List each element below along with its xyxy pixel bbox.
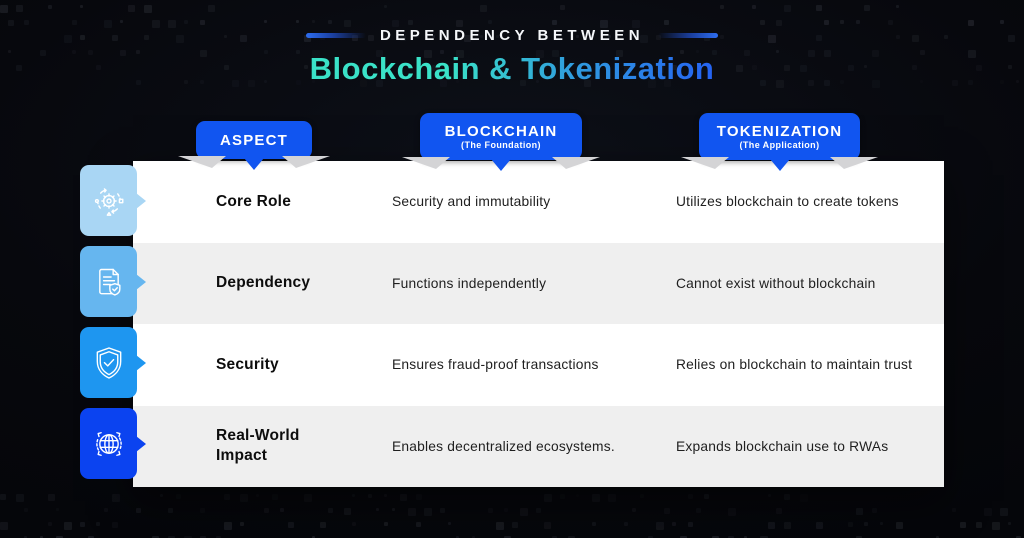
icon-tile-real-world-impact [80, 408, 137, 479]
eyebrow-title: DEPENDENCY BETWEEN [379, 27, 645, 44]
eyebrow-row: DEPENDENCY BETWEEN [0, 27, 1024, 44]
badge-wing-left [681, 157, 729, 169]
column-header-tokenization: TOKENIZATION (The Application) [681, 113, 878, 169]
tokenization-cell: Expands blockchain use to RWAs [676, 438, 889, 454]
aspect-cell: Dependency [216, 274, 311, 292]
column-header-aspect: ASPECT [178, 121, 330, 168]
icon-tile-security [80, 327, 137, 398]
page-title: Blockchain & Tokenization [309, 51, 715, 86]
table-row-security: Security Ensures fraud-proof transaction… [133, 324, 944, 406]
header: DEPENDENCY BETWEEN Blockchain & Tokeniza… [0, 27, 1024, 87]
aspect-cell: Core Role [216, 192, 292, 210]
column-header-label: TOKENIZATION [716, 122, 843, 140]
aspect-cell: Security [216, 355, 279, 373]
globe-network-icon [95, 431, 122, 456]
gear-process-icon [94, 187, 123, 216]
icon-tile-dependency [80, 246, 137, 317]
blockchain-cell: Functions independently [392, 275, 547, 291]
blockchain-cell: Ensures fraud-proof transactions [392, 357, 599, 373]
column-header-sublabel: (The Foundation) [461, 139, 541, 150]
badge-wing-left [178, 156, 226, 168]
icon-tile-core-role [80, 165, 137, 236]
aspect-cell: Real-World Impact [216, 427, 300, 465]
shield-check-icon [96, 346, 121, 379]
tokenization-cell: Relies on blockchain to maintain trust [676, 357, 913, 373]
blockchain-cell: Enables decentralized ecosystems. [392, 438, 615, 454]
blockchain-cell: Security and immutability [392, 194, 551, 210]
column-header-label: BLOCKCHAIN [444, 122, 558, 140]
tokenization-cell: Utilizes blockchain to create tokens [676, 194, 899, 210]
comparison-table: Core Role Security and immutability Util… [133, 161, 944, 487]
column-header-label: ASPECT [219, 131, 289, 149]
badge-wing-right [552, 157, 600, 169]
table-row-core-role: Core Role Security and immutability Util… [133, 161, 944, 243]
column-header-sublabel: (The Application) [739, 139, 820, 150]
column-header-blockchain: BLOCKCHAIN (The Foundation) [402, 113, 600, 169]
tokenization-cell: Cannot exist without blockchain [676, 275, 876, 291]
document-check-icon [98, 268, 121, 296]
badge-wing-right [282, 156, 330, 168]
table-row-real-world-impact: Real-World Impact Enables decentralized … [133, 405, 944, 487]
table-row-dependency: Dependency Functions independently Canno… [133, 242, 944, 324]
gradient-line-left [305, 33, 366, 38]
badge-wing-right [830, 157, 878, 169]
gradient-line-right [658, 33, 719, 38]
badge-wing-left [402, 157, 450, 169]
